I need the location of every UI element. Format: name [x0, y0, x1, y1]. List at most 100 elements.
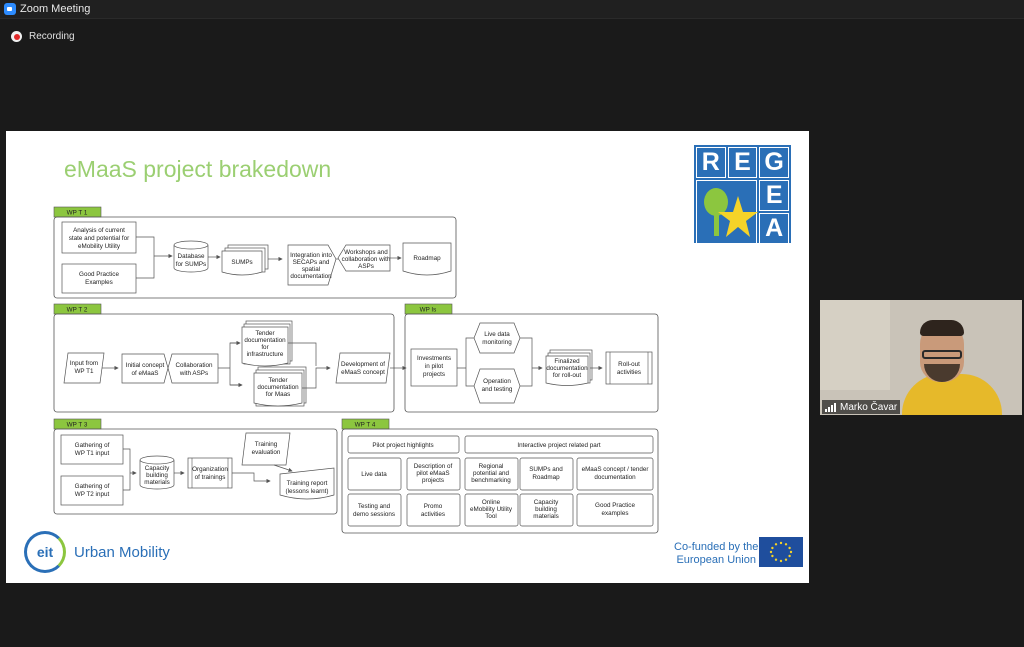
online-tool-box [464, 493, 519, 527]
wpt3-tag: WP T 3 [67, 422, 88, 429]
wpi-tag: WP Is [420, 307, 437, 314]
tender-infra-line: for [261, 344, 268, 351]
capacity-line: materials [144, 479, 170, 486]
capacity-materials-box [519, 493, 574, 527]
participant-namebar: Marko Čavar [822, 400, 901, 414]
capacity-materials-line: Capacity [534, 499, 559, 506]
good-practice-line: Good Practice [79, 271, 119, 278]
promo-line: activities [421, 511, 445, 518]
project-breakdown-diagram: WP T 1 Analysis of current state and pot… [53, 206, 659, 534]
logo-letter: A [759, 213, 789, 244]
workshops-line: ASPs [358, 263, 374, 270]
operation-shape [473, 368, 521, 404]
good-practice-examples-box [576, 493, 654, 527]
integration-line: spatial [302, 266, 320, 273]
wpi-split-connector [457, 337, 474, 387]
investments-line: in pilot [425, 363, 443, 370]
gather2-box [60, 475, 124, 506]
tender-maas-doc [253, 372, 303, 407]
pilot-header-box [347, 435, 460, 454]
interactive-header: Interactive project related part [517, 442, 601, 449]
slide-title: eMaaS project brakedown [64, 156, 332, 182]
eit-urban-mobility-logo: eit Urban Mobility [24, 531, 170, 573]
regea-logo: R E G E A [694, 145, 791, 244]
recording-indicator[interactable]: Recording [11, 31, 75, 42]
gather1-line: WP T1 input [75, 450, 110, 457]
training-report-line: Training report [287, 480, 328, 487]
finalized-doc [545, 355, 589, 386]
gather1-box [60, 434, 124, 465]
live-line: Live data [484, 331, 510, 338]
logo-letter: E [727, 147, 758, 178]
operation-line: Operation [483, 378, 511, 385]
sumps-label: SUMPs [231, 259, 252, 266]
participant-video[interactable] [820, 300, 1022, 415]
wpt2-merge-connector [288, 342, 330, 389]
analysis-line: eMobility Utility [78, 243, 121, 250]
development-line: eMaaS concept [341, 369, 385, 376]
operation-line: and testing [482, 386, 513, 393]
workshops-line: collaboration with [342, 256, 391, 263]
wpt2-section: WP T 2 Input from WP T1 Initial concept … [53, 303, 395, 413]
organization-box [187, 457, 233, 489]
investments-line: Investments [417, 355, 451, 362]
promo-box [406, 493, 461, 527]
live-data-label: Live data [361, 471, 387, 478]
initial-line: of eMaaS [132, 370, 159, 377]
testing-box [347, 493, 402, 527]
database-line: for SUMPs [176, 261, 206, 268]
eit-label: Urban Mobility [74, 543, 170, 561]
training-report-shape [279, 467, 335, 500]
cofunded-text: Co-funded by the European Union [674, 541, 758, 567]
development-line: Development of [341, 361, 385, 368]
wpt3-arrow [273, 464, 293, 472]
collaboration-shape [167, 353, 219, 384]
participant-body [902, 374, 1002, 415]
shared-slide: eMaaS project brakedown R E G E A WP T 1 [6, 131, 809, 583]
training-report-line: (lessons learnt) [285, 488, 328, 495]
wpt2-split-connector [218, 342, 240, 386]
live-data-box [347, 457, 402, 491]
tree-star-emblem [696, 180, 758, 244]
participant-beard [924, 364, 960, 382]
live-line: monitoring [482, 339, 512, 346]
regional-line: benchmarking [471, 477, 511, 484]
logo-letter: G [759, 147, 789, 178]
wpt3-frame [53, 428, 338, 515]
integration-line: documentation [290, 273, 332, 280]
sumps-roadmap-line: Roadmap [532, 474, 560, 481]
finalized-line: for roll-out [553, 372, 582, 379]
wpt1-tag: WP T 1 [67, 210, 88, 217]
finalized-line: Finalized [554, 358, 580, 365]
tender-maas-line: for Maas [266, 391, 291, 398]
regional-line: potential and [473, 470, 510, 477]
training-eval-line: Training [255, 441, 278, 448]
capacity-cylinder [139, 455, 175, 490]
wpt2-frame [53, 313, 395, 413]
online-line: Online [482, 499, 501, 506]
video-window-light [820, 300, 890, 390]
workshops-line: Workshops and [344, 249, 388, 256]
gather2-line: Gathering of [75, 483, 110, 490]
pilot-header: Pilot project highlights [372, 442, 433, 449]
window-title: Zoom Meeting [20, 3, 91, 15]
capacity-line: Capacity [145, 465, 170, 472]
promo-line: Promo [424, 503, 443, 510]
database-cylinder [173, 240, 209, 273]
wpi-section: WP Is Investments in pilot projects Live… [404, 303, 659, 413]
tender-infra-doc [241, 326, 289, 367]
eit-ring-icon: eit [24, 531, 66, 573]
analysis-box [61, 221, 137, 254]
regional-line: Regional [479, 463, 504, 470]
cofunded-line: European Union [676, 554, 756, 566]
sumps-roadmap-box [519, 457, 574, 491]
finalized-line: documentation [546, 365, 588, 372]
emaas-concept-line: documentation [594, 474, 636, 481]
good-practice-line: Examples [85, 279, 113, 286]
capacity-materials-line: materials [533, 513, 559, 520]
eu-flag-icon [759, 537, 803, 567]
participant-name: Marko Čavar [840, 401, 898, 413]
initial-concept-shape [121, 353, 169, 384]
gather1-line: Gathering of [75, 442, 110, 449]
integration-line: Integration into [290, 252, 332, 259]
